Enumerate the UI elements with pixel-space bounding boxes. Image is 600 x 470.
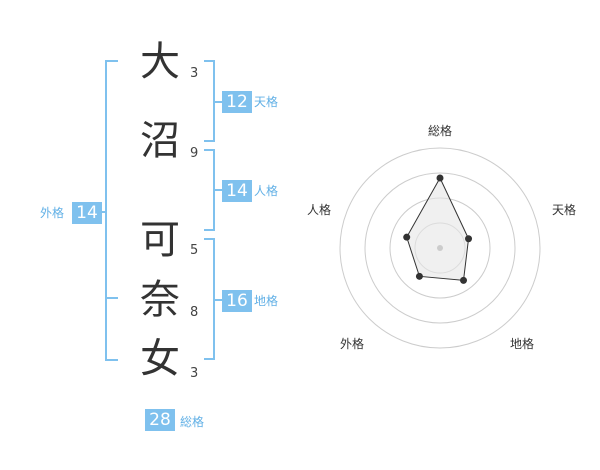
chikaku-value-badge: 16 bbox=[222, 290, 252, 312]
stroke-count-3: 5 bbox=[190, 243, 199, 258]
radar-center bbox=[437, 245, 443, 251]
radar-axis-label-tenkaku: 天格 bbox=[552, 203, 577, 217]
name-char-1: 大 bbox=[140, 39, 180, 85]
name-char-3: 可 bbox=[140, 217, 180, 263]
stroke-count-5: 3 bbox=[190, 366, 199, 381]
radar-point-3 bbox=[460, 276, 468, 284]
jinkaku-label: 人格 bbox=[254, 184, 279, 198]
radar-ring-4 bbox=[339, 147, 541, 349]
gaikaku-bracket bbox=[105, 60, 118, 361]
radar-ring-3 bbox=[364, 172, 516, 324]
gaikaku-value-badge: 14 bbox=[72, 202, 102, 224]
radar-series-polygon bbox=[406, 176, 470, 281]
radar-point-5 bbox=[403, 233, 411, 241]
stroke-count-4: 8 bbox=[190, 305, 199, 320]
stroke-count-1: 3 bbox=[190, 66, 199, 81]
tenkaku-value-badge: 12 bbox=[222, 91, 252, 113]
name-char-2: 沼 bbox=[140, 118, 180, 164]
radar-axis-label-gaikaku: 外格 bbox=[340, 337, 365, 351]
name-char-5: 女 bbox=[140, 336, 180, 382]
soukaku-label: 総格 bbox=[180, 415, 205, 429]
stroke-count-2: 9 bbox=[190, 146, 199, 161]
tenkaku-label: 天格 bbox=[254, 95, 279, 109]
radar-axis-label-jinkaku: 人格 bbox=[307, 203, 332, 217]
radar-point-1 bbox=[436, 174, 444, 182]
name-char-4: 奈 bbox=[140, 277, 180, 323]
radar-axis-label-chikaku: 地格 bbox=[510, 337, 535, 351]
soukaku-value-badge: 28 bbox=[145, 409, 175, 431]
radar-axis-label-soukaku: 総格 bbox=[428, 124, 453, 138]
chikaku-label: 地格 bbox=[254, 294, 279, 308]
radar-point-2 bbox=[465, 235, 473, 243]
jinkaku-value-badge: 14 bbox=[222, 180, 252, 202]
radar-point-4 bbox=[415, 272, 423, 280]
gaikaku-label: 外格 bbox=[40, 206, 65, 220]
